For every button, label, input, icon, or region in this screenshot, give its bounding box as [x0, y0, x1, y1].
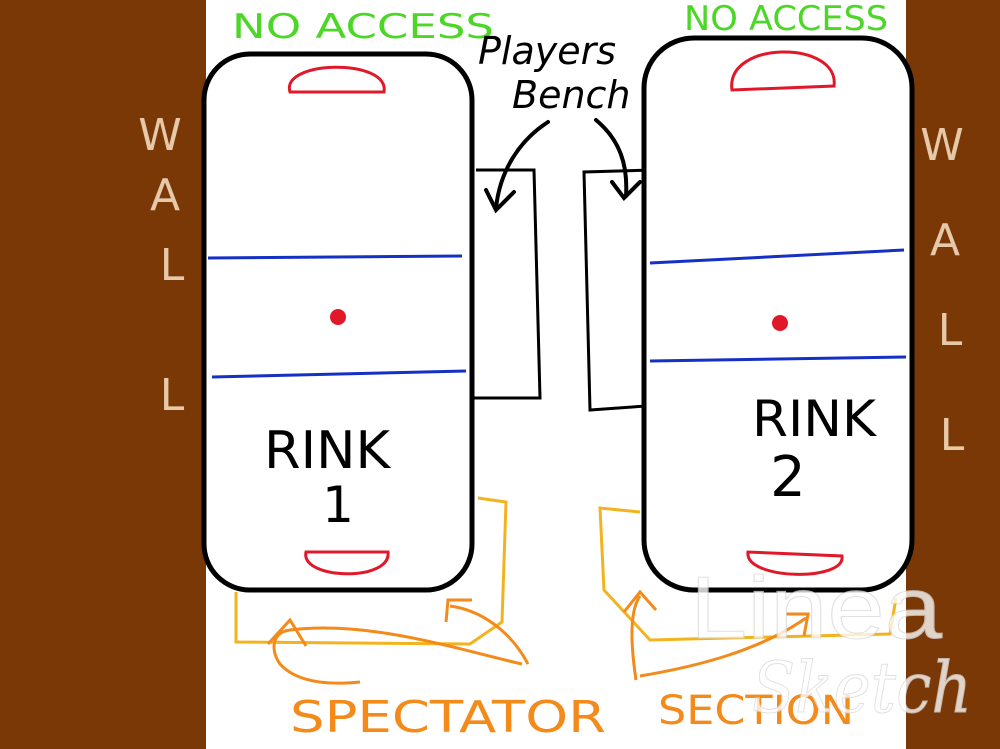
rink-2-blue-line-top	[649, 248, 905, 265]
spectator-arrow	[449, 604, 530, 665]
section-label: SECTION	[658, 688, 854, 734]
spectator-arrow-head	[266, 617, 308, 647]
rink-2-blue-line-bottom	[649, 355, 907, 363]
watermark-line2: Sketch	[752, 647, 972, 729]
spectator-arrow-head	[444, 598, 472, 623]
rink-2-number: 2	[770, 445, 806, 510]
wall-left-letter: A	[150, 170, 180, 221]
spectator-arrow-head	[622, 589, 658, 613]
rink-2: RINK 2	[641, 35, 915, 593]
rink-2-label: RINK	[752, 390, 877, 448]
spectator-arrow	[272, 626, 523, 685]
rink-1-center-dot	[330, 309, 346, 325]
rink-1-top-crease	[288, 65, 386, 94]
wall-left-letter: L	[160, 370, 185, 421]
player-bench-left	[472, 168, 542, 400]
players-label: Players	[478, 29, 616, 73]
bench-arrow-left	[494, 120, 550, 210]
wall-right-letter: L	[940, 410, 965, 461]
bench-label: Bench	[512, 73, 631, 117]
player-bench-right	[582, 168, 655, 412]
rink-1-blue-line-top	[207, 254, 463, 260]
rink-2-boards	[641, 35, 915, 593]
wall-left-letter: W	[138, 110, 182, 161]
spectator-arrow	[639, 616, 807, 678]
right-wall	[906, 0, 1000, 749]
no-access-label-left: NO ACCESS	[232, 7, 494, 47]
wall-right-letter: L	[938, 305, 963, 356]
rink-1-bottom-crease	[304, 550, 390, 576]
spectator-area-left	[234, 496, 508, 646]
rink-1-blue-line-bottom	[211, 369, 467, 379]
no-access-label-right: NO ACCESS	[684, 0, 888, 39]
app-watermark: Linea Sketch	[690, 558, 973, 730]
wall-label-right: W A L L	[920, 120, 965, 461]
rink-1-number: 1	[322, 476, 354, 534]
wall-right-letter: W	[920, 120, 964, 171]
wall-label-left: W A L L	[138, 110, 185, 421]
wall-right-letter: A	[930, 215, 960, 266]
spectator-area-right	[598, 506, 898, 642]
rink-1: RINK 1	[201, 51, 475, 593]
wall-left-letter: L	[160, 240, 185, 291]
rink-2-bottom-crease	[746, 550, 844, 576]
rink-1-label: RINK	[264, 421, 392, 481]
watermark-line1: Linea	[690, 558, 942, 657]
left-wall	[0, 0, 206, 749]
bench-arrow-left-head	[484, 188, 516, 214]
spectator-arrow	[630, 595, 642, 681]
spectator-label: SPECTATOR	[290, 692, 606, 743]
rink-2-top-crease	[730, 50, 836, 92]
rink-2-center-dot	[772, 315, 788, 331]
bench-arrow-right-head	[610, 180, 642, 202]
spectator-arrow-head	[786, 612, 810, 637]
bench-arrow-right	[594, 118, 629, 198]
